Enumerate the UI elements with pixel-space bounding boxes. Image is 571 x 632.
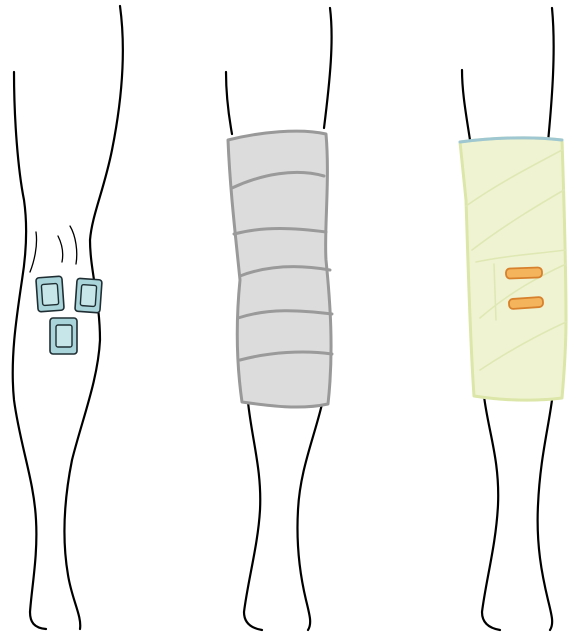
leg-1-knee-crease-left xyxy=(30,232,37,272)
leg-2-left-outline-lower xyxy=(244,402,262,630)
electrode-pad xyxy=(50,318,77,354)
electrode-pad xyxy=(75,278,102,313)
leg-2-left-outline-upper xyxy=(226,72,232,134)
leg-1-knee-curve xyxy=(58,236,63,262)
splint-strap xyxy=(506,267,542,278)
leg-with-electrodes xyxy=(13,6,123,629)
leg-2-right-outline-upper xyxy=(324,8,332,128)
splint-strap xyxy=(509,297,544,309)
leg-1-left-outline xyxy=(13,72,46,629)
leg-3-right-outline-lower xyxy=(538,400,553,630)
leg-with-compression-bandage xyxy=(226,8,332,630)
leg-3-left-outline-upper xyxy=(462,70,470,140)
leg-2-right-outline-lower xyxy=(297,404,322,630)
leg-with-splint xyxy=(460,8,566,630)
leg-3-right-outline-upper xyxy=(548,8,554,142)
electrode-pad xyxy=(36,276,64,312)
leg-3-left-outline-lower xyxy=(482,396,500,630)
leg-1-knee-crease-right xyxy=(70,226,77,264)
